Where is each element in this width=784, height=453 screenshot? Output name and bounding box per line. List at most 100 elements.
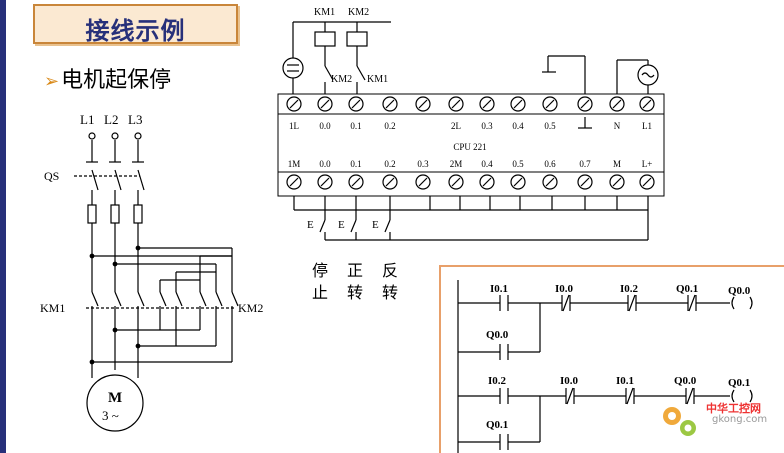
caption-forward-line2: 转 [347, 283, 363, 302]
caption-reverse-line2: 转 [382, 283, 398, 302]
subtitle: ➢电机起保停 [44, 62, 171, 94]
top-terminal-label: 0.5 [544, 121, 556, 131]
motor-letter: M [108, 390, 122, 406]
contactor-label-km2: KM2 [238, 301, 263, 315]
ladder-contact-label: I0.2 [488, 375, 507, 387]
bottom-terminal-label: 0.3 [417, 159, 429, 169]
bottom-terminal-label: 0.5 [512, 159, 524, 169]
top-terminal-label: 1L [289, 121, 299, 131]
ladder-hold-label: Q0.1 [486, 419, 508, 431]
plc-top-terminal-screws [286, 96, 655, 112]
watermark: 中华工控网 gkong.com [654, 400, 774, 444]
ladder-diagram [457, 280, 753, 453]
terminal-screw-icon-slot [612, 99, 622, 109]
interlock-label-km2: KM2 [331, 74, 352, 85]
bottom-terminal-label: 0.6 [544, 159, 556, 169]
watermark-url: gkong.com [712, 414, 768, 425]
arrow-bullet-icon: ➢ [44, 71, 60, 92]
ladder-contact-label: I0.2 [620, 283, 639, 295]
terminal-screw-icon-slot [351, 177, 361, 187]
plc-bottom-terminal-screws [286, 174, 655, 190]
caption-reverse-line1: 反 [382, 261, 398, 280]
bottom-terminal-label: L+ [642, 159, 653, 169]
bottom-terminal-label: 0.1 [350, 159, 361, 169]
terminal-screw-icon-slot [642, 177, 652, 187]
top-terminal-label: 0.3 [481, 121, 493, 131]
bottom-terminal-label: 0.0 [319, 159, 331, 169]
bottom-terminal-label: 0.2 [384, 159, 395, 169]
plc-model: CPU 221 [453, 142, 486, 152]
terminal-screw-icon-slot [580, 99, 590, 109]
gear-logo-icon [663, 407, 696, 436]
terminal-screw-icon-slot [418, 177, 428, 187]
slide-title: 接线示例 [85, 17, 186, 45]
ladder-coil-label: Q0.1 [728, 377, 750, 389]
button-label-stop: E [307, 219, 314, 231]
bottom-terminal-label: 2M [450, 159, 463, 169]
terminal-screw-icon-slot [513, 99, 523, 109]
bottom-terminal-label: 0.7 [579, 159, 591, 169]
watermark-text: 中华工控网 [706, 402, 761, 415]
terminal-screw-icon-slot [320, 177, 330, 187]
terminal-screw-icon-slot [580, 177, 590, 187]
top-terminal-label: N [614, 121, 621, 131]
coil-label-km1: KM1 [314, 7, 335, 18]
ladder-contact-label: Q0.1 [676, 283, 698, 295]
phase-label-l3: L3 [128, 112, 142, 127]
caption-forward-line1: 正 [347, 261, 363, 280]
plc-module [277, 93, 665, 197]
terminal-screw-icon-slot [451, 99, 461, 109]
ground-icon [578, 117, 592, 129]
terminal-screw-icon-slot [289, 177, 299, 187]
bottom-terminal-label: 0.4 [481, 159, 493, 169]
top-terminal-label: 2L [451, 121, 461, 131]
subtitle-text: 电机起保停 [61, 68, 172, 93]
caption-stop-line1: 停 [312, 261, 328, 280]
top-terminal-label: 0.0 [319, 121, 331, 131]
terminal-screw-icon-slot [482, 99, 492, 109]
left-accent-rule [0, 0, 6, 453]
top-terminal-label: 0.2 [384, 121, 395, 131]
ladder-contact-label: I0.0 [555, 283, 574, 295]
coil-label-km2: KM2 [348, 7, 369, 18]
ladder-contact-label: I0.1 [616, 375, 634, 387]
terminal-screw-icon-slot [289, 99, 299, 109]
terminal-screw-icon-slot [642, 99, 652, 109]
contactor-label-km1: KM1 [40, 301, 65, 315]
terminal-screw-icon-slot [545, 99, 555, 109]
caption-stop-line2: 止 [312, 283, 328, 302]
ladder-contact-label: Q0.0 [674, 375, 697, 387]
bottom-terminal-label: 1M [288, 159, 301, 169]
terminal-screw-icon-slot [545, 177, 555, 187]
terminal-screw-icon-slot [418, 99, 428, 109]
terminal-screw-icon-slot [385, 99, 395, 109]
plc-output-wiring [282, 21, 659, 96]
terminal-screw-icon-slot [482, 177, 492, 187]
top-terminal-label: L1 [642, 121, 652, 131]
terminal-screw-icon-slot [612, 177, 622, 187]
phase-label-l1: L1 [80, 112, 94, 127]
motor-power-circuit [74, 132, 239, 432]
plc-input-wiring [293, 196, 649, 241]
ladder-contact-label: I0.0 [560, 375, 579, 387]
top-terminal-label: 0.4 [512, 121, 524, 131]
ladder-coil-label: Q0.0 [728, 285, 751, 297]
phase-label-l2: L2 [104, 112, 118, 127]
button-label-forward: E [338, 219, 345, 231]
motor-phase-label: 3 ~ [102, 408, 119, 423]
title-box: 接线示例 [33, 4, 238, 45]
terminal-screw-icon-slot [320, 99, 330, 109]
ladder-contact-label: I0.1 [490, 283, 508, 295]
ladder-frame [439, 265, 784, 453]
terminal-screw-icon-slot [513, 177, 523, 187]
terminal-screw-icon-slot [385, 177, 395, 187]
ladder-hold-label: Q0.0 [486, 329, 509, 341]
terminal-screw-icon-slot [451, 177, 461, 187]
button-label-reverse: E [372, 219, 379, 231]
bottom-terminal-label: M [613, 159, 621, 169]
terminal-screw-icon-slot [351, 99, 361, 109]
interlock-label-km1: KM1 [367, 74, 388, 85]
top-terminal-label: 0.1 [350, 121, 361, 131]
switch-label-qs: QS [44, 169, 59, 183]
